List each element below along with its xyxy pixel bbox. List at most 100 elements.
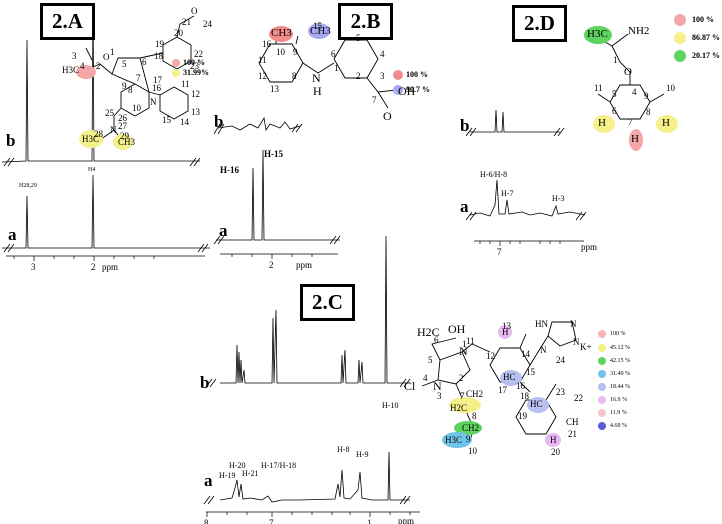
panel-c-spectrum-a [203, 451, 411, 505]
panel-c-highlight-ch2-9 [454, 421, 482, 435]
panel-c-atom-cl: Cl [404, 379, 416, 393]
panel-c-highlight-h13 [498, 325, 512, 339]
panel-d-highlight-pink [629, 129, 643, 151]
panel-a-atom-number-6: 6 [142, 57, 147, 67]
panel-c-atom-n1: N [459, 344, 468, 358]
panel-d-legend-swatch-1 [674, 14, 686, 26]
panel-c-atom-number-11: 11 [466, 336, 475, 346]
panel-a-legend-swatch-1 [172, 59, 180, 67]
panel-d-atom-number-4: 4 [632, 87, 637, 97]
panel-c-highlight-ch2-7 [449, 397, 481, 413]
panel-c-legend-3: 42.15 % [610, 358, 630, 364]
panel-d-spectrum-a-label: a [460, 197, 469, 216]
panel-b-atom-number-7: 7 [372, 95, 377, 105]
panel-b-atom-number-3: 3 [380, 71, 385, 81]
panel-a-atom-number-5: 5 [122, 59, 127, 69]
panel-c-legend-4: 31.49 % [610, 371, 630, 377]
panel-d-atom-nh2: NH2 [628, 25, 650, 37]
panel-c-atom-number-12: 12 [486, 351, 495, 361]
panel-c-atom-number-8: 8 [472, 411, 477, 421]
panel-a-atom-ch3-right: CH3 [118, 137, 136, 147]
panel-d-spectrum-a [465, 179, 587, 221]
panel-d-label: 2.D [512, 5, 567, 42]
panel-d-tick-label-1: 7 [497, 247, 502, 257]
panel-a-atom-number-15: 15 [162, 115, 171, 125]
panel-c-legend-swatch-6 [598, 396, 606, 404]
panel-d-axis-unit: ppm [581, 242, 598, 252]
panel-a-atom-number-20: 20 [174, 28, 183, 38]
panel-d-legend-2: 86.87 % [692, 33, 720, 42]
panel-a-tick-label-1: 3 [31, 262, 36, 272]
panel-c-atom-number-7: 7 [460, 391, 465, 401]
panel-a-atom-o: O [103, 52, 110, 62]
panel-c-peak-label-h20: H-20 [229, 461, 246, 470]
panel-a-atom-methyl: H3C [62, 65, 80, 75]
panel-d-legend-3: 20.17 % [692, 51, 720, 60]
panel-b-atom-number-5: 5 [356, 33, 361, 43]
panel-c-peak-label-h19: H-19 [219, 471, 236, 480]
panel-b-highlight-ch3-16 [269, 26, 293, 42]
panel-a-atom-number-21: 21 [182, 17, 191, 27]
panel-d-atom-number-1: 1 [613, 55, 618, 65]
panel-a-atom-number-19: 19 [155, 39, 164, 49]
panel-b-legend-2: 90.7 % [406, 85, 430, 94]
panel-c-peak-label-h21: H-21 [242, 469, 259, 478]
panel-d-highlight-green [584, 26, 612, 44]
panel-a-atom-number-11: 11 [181, 79, 190, 89]
panel-b-peak-label-1: H-16 [220, 165, 239, 175]
panel-b-atom-number-9: 9 [293, 47, 298, 57]
panel-c-tick-label-7: 7 [269, 518, 274, 524]
panel-b-axis-unit: ppm [296, 260, 313, 270]
panel-c-atom-hn: HN [535, 319, 548, 329]
panel-c-legend-7: 11.9 % [610, 410, 627, 416]
panel-c-peak-label-h10: H-10 [382, 401, 399, 410]
panel-b-label: 2.B [338, 3, 393, 40]
panel-d-legend-swatch-2 [674, 32, 686, 44]
panel-a-axis [6, 255, 205, 261]
panel-d-legend-swatch-3 [674, 50, 686, 62]
panel-d-peak-label-2: H-7 [501, 189, 514, 198]
panel-a-legend-1: 100 % [183, 58, 205, 67]
panel-d-atom-number-6: 6 [612, 106, 617, 116]
panel-a-atom-ch3-left: H3C [82, 134, 100, 144]
panel-c-atom-oh: OH [448, 322, 466, 336]
panel-b-atom-ch3-15: CH3 [310, 25, 331, 37]
panel-a-atom-number-2: 2 [96, 61, 101, 71]
panel-c-atom-h2c-oh: H2C [417, 325, 440, 339]
panel-d-atom-h6: H [598, 117, 606, 129]
panel-c-atom-ch21: CH [566, 417, 579, 427]
panel-c-legend-2: 45.12 % [610, 345, 630, 351]
panel-c-atom-n-a: N [570, 319, 577, 329]
panel-b-legend-1: 100 % [406, 70, 428, 79]
panel-b-spectrum-b [213, 116, 303, 135]
panel-a-highlight-pink [76, 65, 96, 79]
panel-c-highlight-hc19 [527, 397, 549, 413]
panel-a-atom-number-22: 22 [194, 49, 203, 59]
panel-a-atom-number-9: 9 [122, 81, 127, 91]
panel-d-spectrum-b [465, 109, 565, 137]
panel-a-label: 2.A [40, 3, 95, 40]
panel-d-atom-h8: H [662, 117, 670, 129]
panel-c-atom-number-23: 23 [556, 387, 565, 397]
panel-a-spectrum-b-label: b [6, 131, 16, 150]
panel-b-atom-nh: N [312, 71, 321, 85]
panel-a-atom-number-13: 13 [191, 107, 200, 117]
panel-b-atom-h: H [313, 84, 322, 98]
panel-a-atom-number-25: 25 [105, 108, 114, 118]
panel-a-atom-number-1: 1 [110, 47, 115, 57]
panel-a-atom-number-29: 29 [120, 131, 129, 141]
panel-c-legend-1: 100 % [610, 331, 626, 337]
panel-c-atom-h13: H [502, 327, 509, 337]
panel-b-atom-number-15: 15 [313, 21, 322, 31]
panel-c-spectrum-a-label: a [204, 471, 213, 490]
panel-a-legend-swatch-2 [172, 69, 180, 77]
panel-c-legend-swatch-1 [598, 330, 606, 338]
panel-c-atom-number-13: 13 [502, 321, 511, 331]
panel-c-tick-label-8: 8 [204, 518, 209, 524]
panel-c-atom-h2c-8: H2C [450, 403, 468, 413]
panel-c-atom-number-18: 18 [520, 391, 529, 401]
panel-b-atom-number-8: 8 [292, 71, 297, 81]
panel-c-legend-swatch-3 [598, 357, 606, 365]
panel-b-atom-number-12: 12 [258, 71, 267, 81]
panel-a-legend-2: 31.99% [183, 68, 209, 77]
